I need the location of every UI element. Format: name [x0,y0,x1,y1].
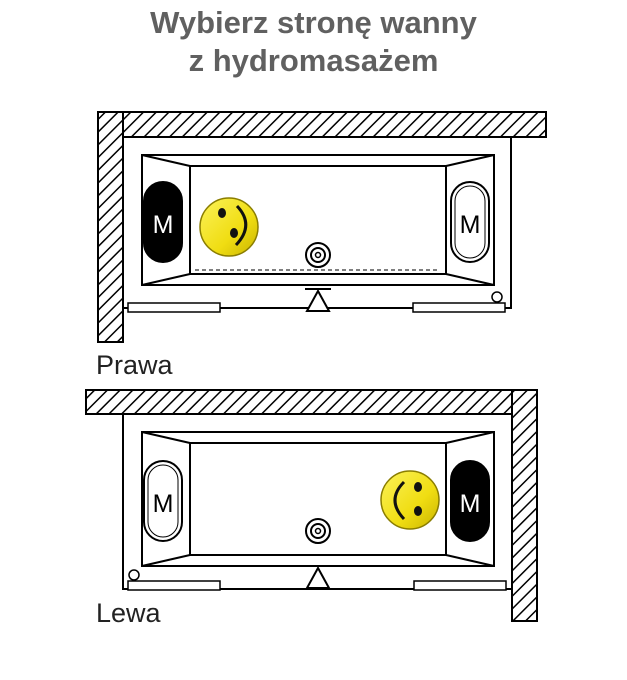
headrest-letter: M [153,211,174,239]
valve-icon [305,565,331,589]
headrest-right-highlighted: M [450,460,490,542]
headrest-right: M [450,181,490,263]
tub-basin [141,154,495,286]
smiley-icon [380,470,440,530]
tub-apron [127,569,507,591]
headrest-letter: M [153,490,174,518]
headrest-letter: M [460,211,481,239]
bathtub-left-variant: M M [85,389,538,622]
drain-icon [305,518,331,544]
headrest-left-highlighted: M [143,181,183,263]
tub-apron [127,291,506,313]
headrest-letter: M [460,490,481,518]
page-title-line-2: z hydromasażem [188,43,439,78]
bathtub-right-variant: M M [97,111,547,343]
variant-label-lewa: Lewa [96,598,161,628]
valve-icon [305,288,331,312]
page-title-line-1: Wybierz stronę wanny [150,5,477,40]
wall-hatched [85,389,538,622]
variant-label-prawa: Prawa [96,350,173,380]
headrest-left: M [143,460,183,542]
smiley-icon [199,197,259,257]
drain-icon [305,242,331,268]
